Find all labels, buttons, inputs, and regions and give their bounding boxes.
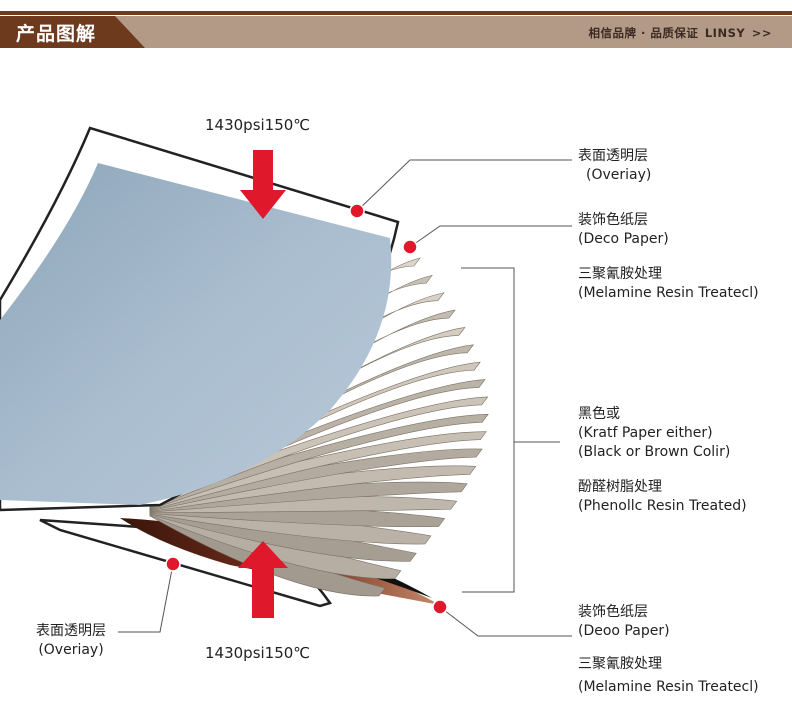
label-melamine-top-cn: 三聚氰胺处理 <box>578 266 662 282</box>
label-melamine-top: 三聚氰胺处理 (Melamine Resin Treatecl) <box>578 265 759 303</box>
label-overlay-bottom-cn: 表面透明层 <box>36 623 106 639</box>
label-melamine-bottom-cn: 三聚氰胺处理 <box>578 656 662 672</box>
label-overlay-top-cn: 表面透明层 <box>578 148 648 164</box>
deco-paper-sheet <box>0 163 392 505</box>
slogan-text: 相信品牌 · 品质保证 <box>588 26 699 40</box>
label-phenolic: 酚醛树脂处理 (Phenollc Resin Treated) <box>578 478 747 516</box>
label-deco-bottom-cn: 装饰色纸层 <box>578 604 648 620</box>
label-deco-top: 装饰色纸层 (Deco Paper) <box>578 211 669 249</box>
label-kraft-en1: (Kratf Paper either) <box>578 425 713 441</box>
kraft-sheet <box>149 414 489 511</box>
label-kraft-en2: (Black or Brown Colir) <box>578 444 731 460</box>
page-title: 产品图解 <box>16 23 97 45</box>
brand-name: LINSY <box>704 26 746 40</box>
header-slogan[interactable]: 相信品牌 · 品质保证 LINSY >> <box>586 25 772 41</box>
label-deco-bottom: 装饰色纸层 (Deoo Paper) <box>578 603 670 641</box>
more-arrow-icon: >> <box>751 26 772 40</box>
label-melamine-bottom: 三聚氰胺处理 (Melamine Resin Treatecl) <box>578 655 759 697</box>
kraft-sheet <box>149 396 489 510</box>
pressure-label-bottom: 1430psi150℃ <box>205 644 311 662</box>
label-melamine-bottom-en: (Melamine Resin Treatecl) <box>578 679 759 695</box>
label-kraft-cn: 黑色或 <box>578 406 620 422</box>
header-bar: 产品图解 相信品牌 · 品质保证 LINSY >> <box>0 16 792 48</box>
bottom-pressure-arrow <box>238 541 288 618</box>
leader-lines <box>118 159 572 637</box>
label-overlay-bottom: 表面透明层 (Overiay) <box>36 622 106 660</box>
top-pressure-arrow <box>240 150 286 219</box>
label-deco-top-cn: 装饰色纸层 <box>578 212 648 228</box>
pressure-label-top: 1430psi150℃ <box>205 116 311 134</box>
label-phenolic-en: (Phenollc Resin Treated) <box>578 498 747 514</box>
header-top-line <box>0 11 792 15</box>
label-overlay-bottom-en: (Overiay) <box>38 642 104 658</box>
label-kraft: 黑色或 (Kratf Paper either) (Black or Brown… <box>578 405 730 462</box>
label-melamine-top-en: (Melamine Resin Treatecl) <box>578 285 759 301</box>
marker-dots <box>165 203 448 615</box>
kraft-paper-fan <box>149 257 489 597</box>
label-overlay-top-en: (Overiay) <box>586 167 652 183</box>
label-deco-top-en: (Deco Paper) <box>578 231 669 247</box>
label-overlay-top: 表面透明层 (Overiay) <box>578 147 651 185</box>
label-phenolic-cn: 酚醛树脂处理 <box>578 479 662 495</box>
label-deco-bottom-en: (Deoo Paper) <box>578 623 670 639</box>
